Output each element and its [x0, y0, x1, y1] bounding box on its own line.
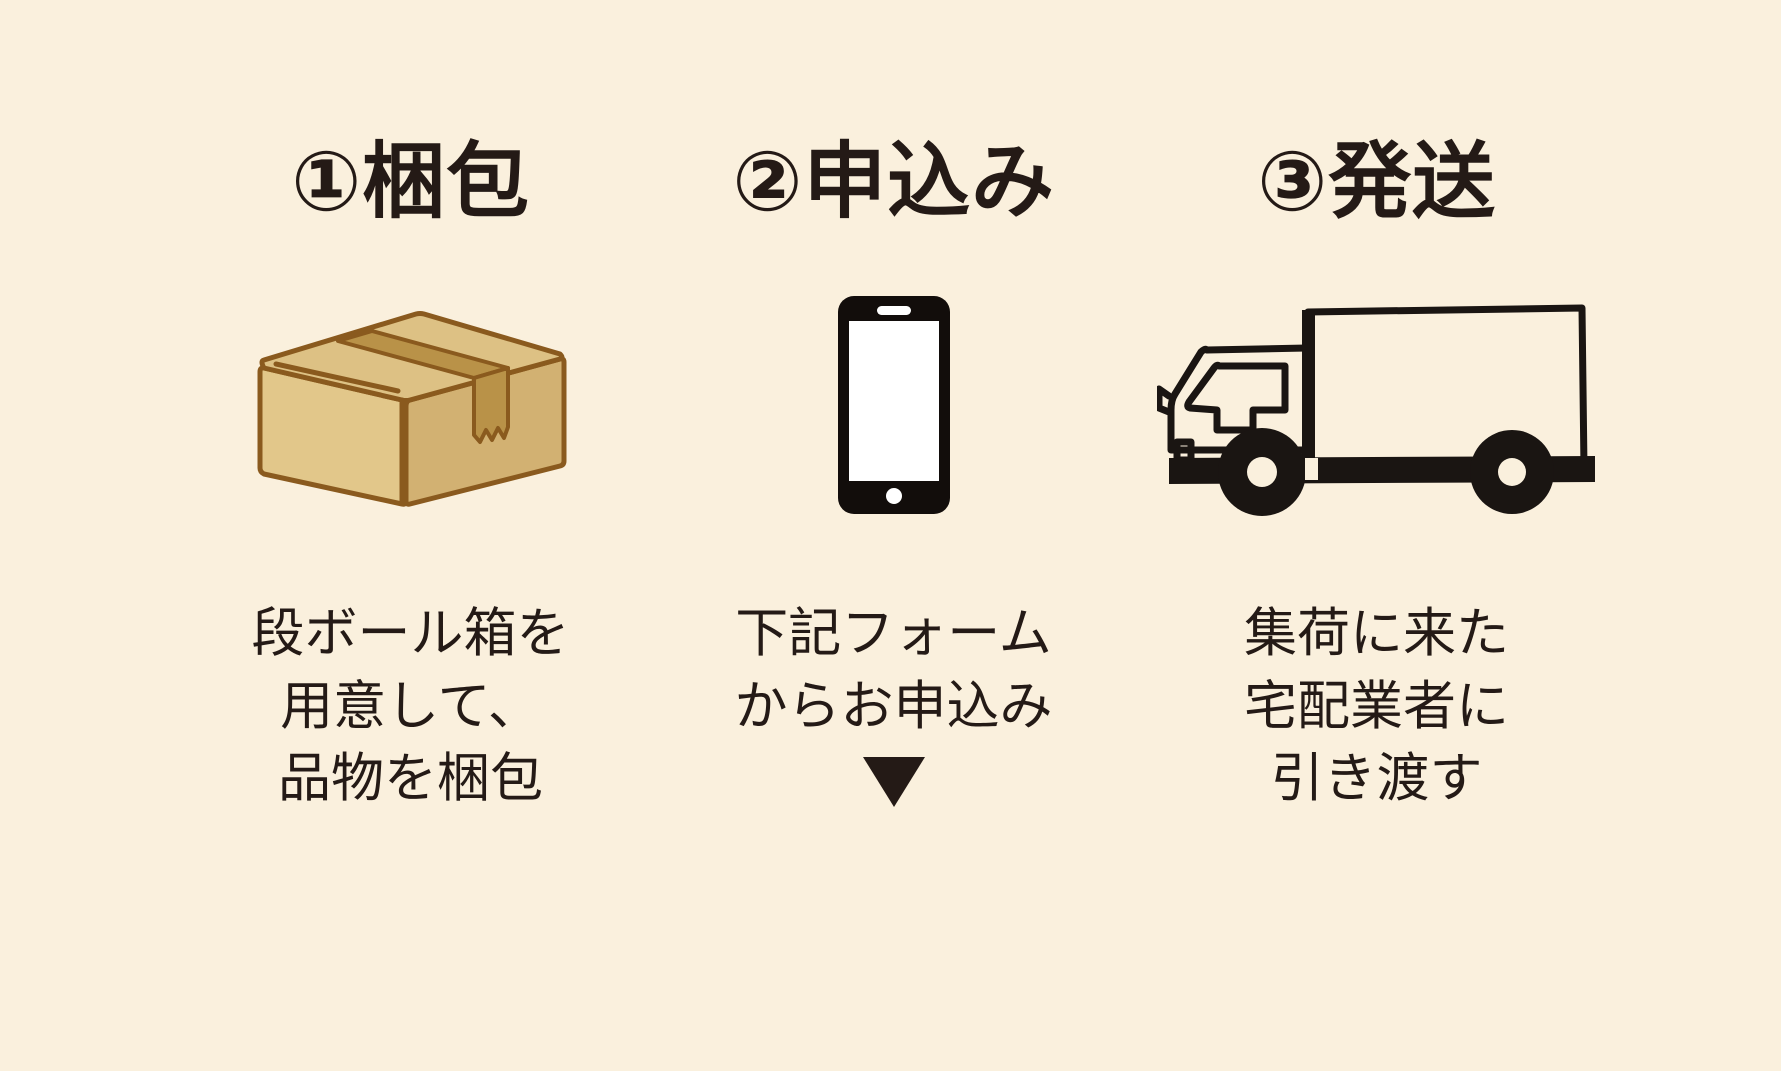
smartphone-icon	[837, 296, 950, 514]
step-column-ship: ③発送	[1153, 0, 1600, 1071]
cardboard-box-icon	[257, 311, 566, 507]
caption-line: 下記フォーム	[735, 603, 1052, 664]
step-title-apply: ②申込み	[732, 132, 1055, 230]
caption-apply: 下記フォーム からお申込み	[735, 598, 1053, 743]
caption-line: 宅配業者に	[1244, 675, 1509, 737]
truck-icon	[1156, 304, 1595, 516]
caption-line: からお申込み	[734, 675, 1053, 737]
step-column-packing: ①梱包	[187, 0, 634, 1071]
down-arrow-icon	[862, 757, 925, 808]
step-title-ship: ③発送	[1257, 132, 1496, 230]
cardboard-box-illustration	[246, 260, 576, 550]
caption-line: 品物を梱包	[278, 748, 543, 810]
caption-line: 引き渡す	[1270, 748, 1483, 810]
step-column-apply: ②申込み 下記フォーム からお申込み	[670, 0, 1117, 1071]
step-title-packing: ①梱包	[291, 132, 530, 230]
delivery-truck-illustration	[1156, 260, 1597, 550]
caption-line: 集荷に来た	[1244, 603, 1509, 664]
caption-packing: 段ボール箱を 用意して、 品物を梱包	[252, 598, 570, 816]
caption-ship: 集荷に来た 宅配業者に 引き渡す	[1244, 598, 1509, 816]
smartphone-illustration	[834, 260, 954, 550]
caption-line: 用意して、	[280, 675, 541, 737]
caption-line: 段ボール箱を	[251, 603, 570, 664]
